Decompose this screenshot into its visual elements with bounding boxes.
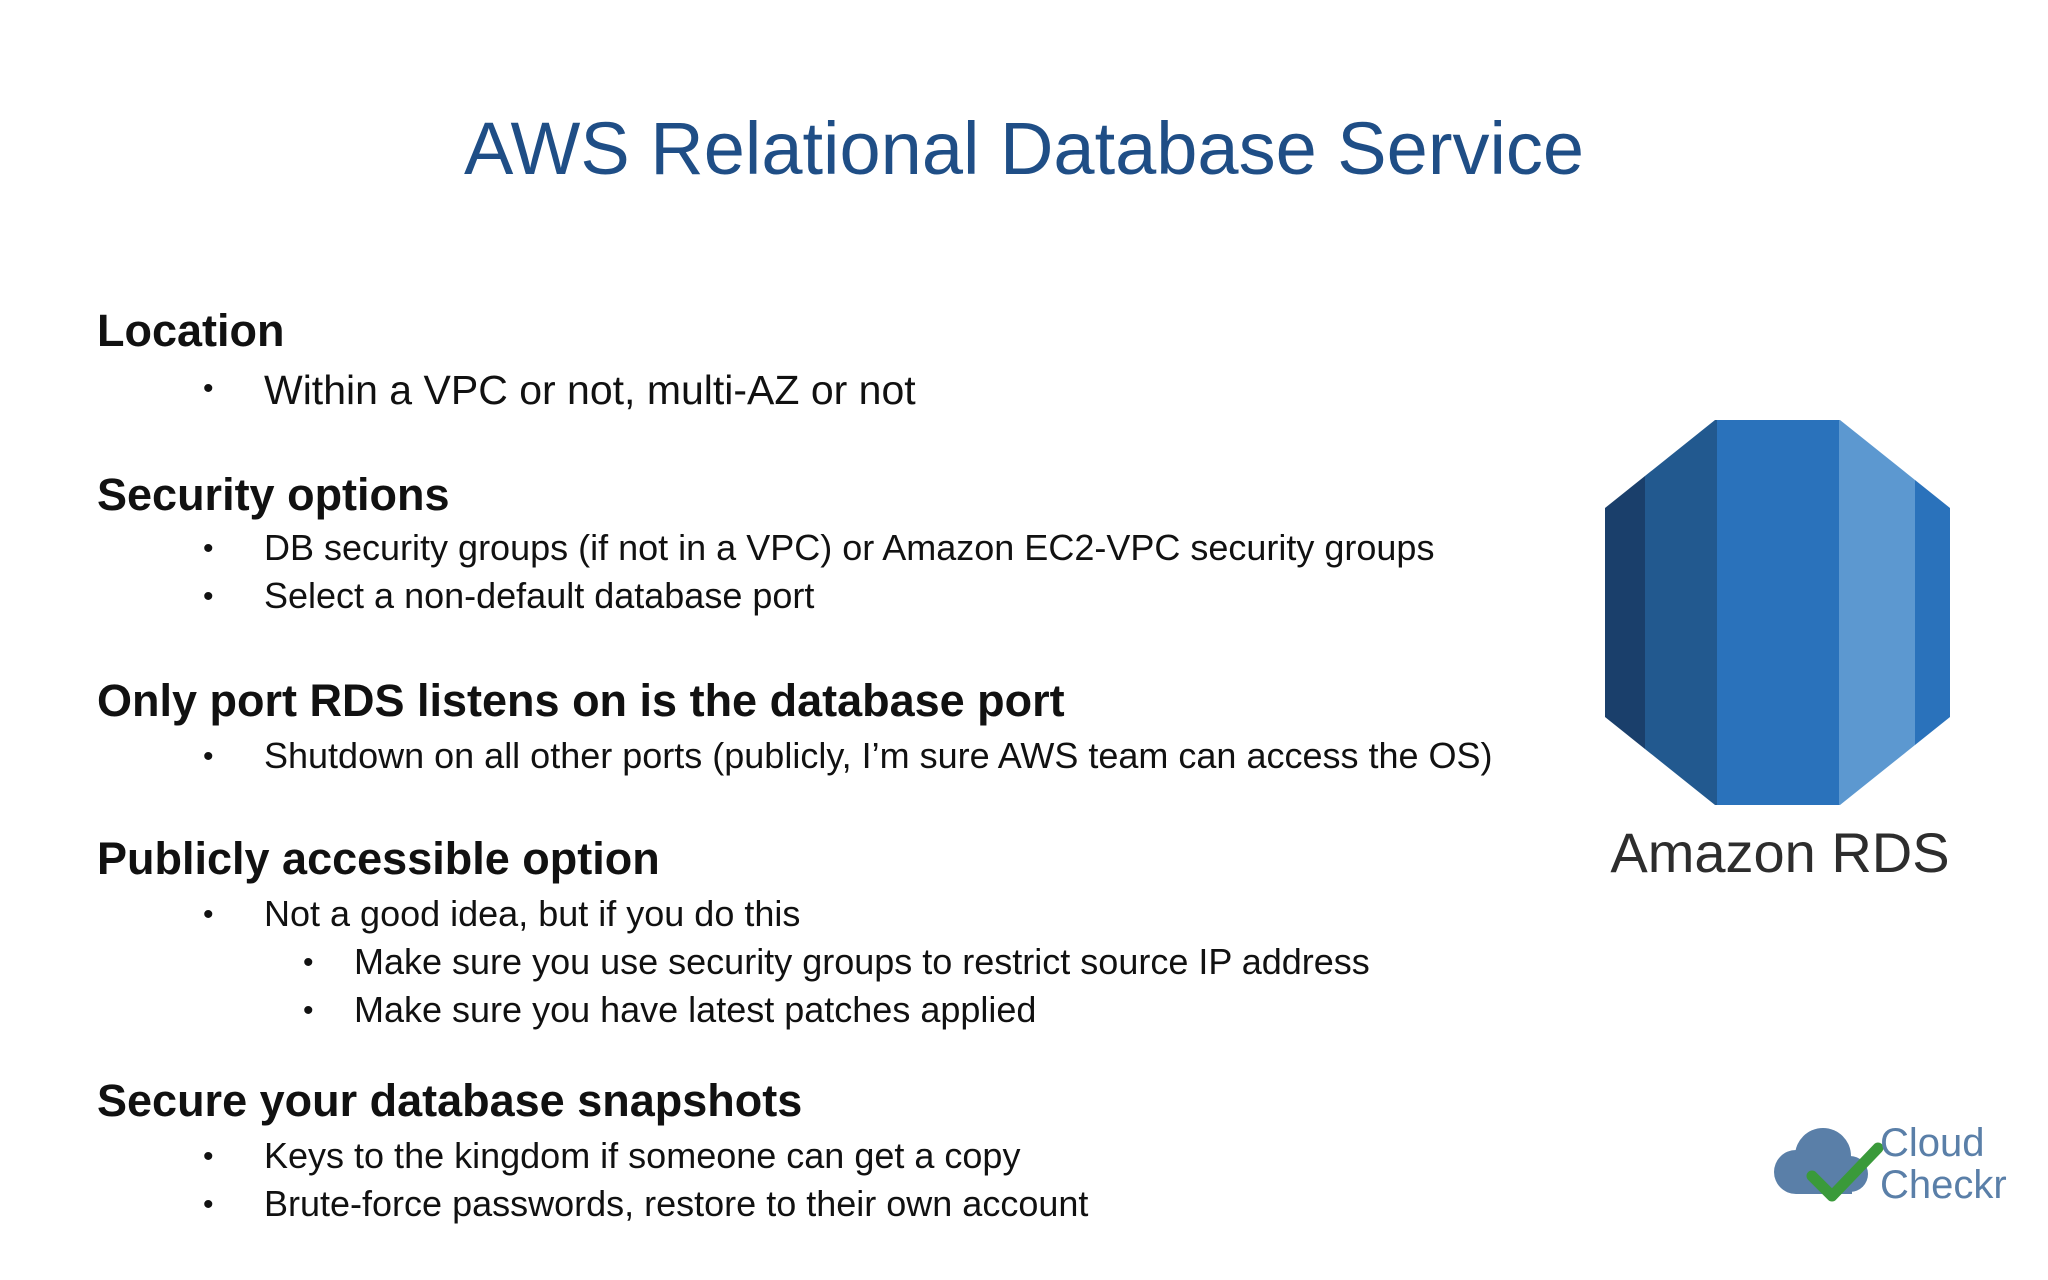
section-heading: Security options — [97, 469, 450, 520]
bullet-item: • Within a VPC or not, multi-AZ or not — [97, 370, 916, 411]
section-security-options: Security options • DB security groups (i… — [97, 472, 1434, 614]
bullet-list: • Keys to the kingdom if someone can get… — [97, 1138, 1088, 1222]
bullet-item: • Shutdown on all other ports (publicly,… — [97, 738, 1493, 774]
bullet-dot-icon: • — [203, 372, 214, 405]
bullet-text: Not a good idea, but if you do this — [264, 893, 801, 934]
bullet-text: Shutdown on all other ports (publicly, I… — [264, 735, 1493, 776]
bullet-text: Brute-force passwords, restore to their … — [264, 1183, 1089, 1224]
slide-title: AWS Relational Database Service — [463, 107, 1585, 190]
bullet-list: • Within a VPC or not, multi-AZ or not — [97, 370, 916, 411]
section-heading: Publicly accessible option — [97, 833, 660, 884]
bullet-dot-icon: • — [203, 898, 214, 931]
amazon-rds-logo-icon — [1605, 420, 1950, 805]
rds-caption: Amazon RDS — [1610, 821, 1950, 884]
rds-band-dark — [1605, 420, 1645, 805]
bullet-item: • Brute-force passwords, restore to thei… — [97, 1186, 1088, 1222]
bullet-list: • DB security groups (if not in a VPC) o… — [97, 530, 1434, 614]
cloudcheckr-line1: Cloud — [1880, 1121, 1985, 1165]
section-heading: Secure your database snapshots — [97, 1075, 803, 1126]
bullet-dot-icon: • — [203, 740, 214, 773]
bullet-text: Make sure you use security groups to res… — [354, 941, 1370, 982]
section-database-port: Only port RDS listens on is the database… — [97, 678, 1493, 774]
bullet-list: • Not a good idea, but if you do this • … — [97, 896, 1370, 1028]
section-heading: Only port RDS listens on is the database… — [97, 675, 1065, 726]
bullet-text: DB security groups (if not in a VPC) or … — [264, 527, 1435, 568]
bullet-dot-icon: • — [203, 532, 214, 565]
bullet-list: • Shutdown on all other ports (publicly,… — [97, 738, 1493, 774]
rds-band-edge — [1915, 420, 1950, 805]
rds-band-center — [1717, 420, 1839, 805]
section-secure-snapshots: Secure your database snapshots • Keys to… — [97, 1078, 1088, 1222]
rds-band-light — [1839, 420, 1915, 805]
rds-band-mid-dark — [1645, 420, 1717, 805]
bullet-dot-icon: • — [203, 1140, 214, 1173]
checkmark-icon — [1806, 1142, 1884, 1202]
bullet-text: Make sure you have latest patches applie… — [354, 989, 1037, 1030]
bullet-item: • Keys to the kingdom if someone can get… — [97, 1138, 1088, 1174]
bullet-dot-icon: • — [203, 580, 214, 613]
bullet-text: Within a VPC or not, multi-AZ or not — [264, 367, 916, 413]
bullet-text: Select a non-default database port — [264, 575, 815, 616]
section-publicly-accessible: Publicly accessible option • Not a good … — [97, 836, 1370, 1028]
cloudcheckr-logo-icon: Cloud Checkr — [1774, 1121, 2007, 1207]
bullet-item: • Select a non-default database port — [97, 578, 1434, 614]
section-heading: Location — [97, 305, 285, 356]
bullet-dot-icon: • — [303, 946, 314, 979]
bullet-item: • Not a good idea, but if you do this — [97, 896, 1370, 932]
section-location: Location • Within a VPC or not, multi-AZ… — [97, 308, 916, 411]
bullet-text: Keys to the kingdom if someone can get a… — [264, 1135, 1021, 1176]
sub-bullet-item: • Make sure you use security groups to r… — [97, 944, 1370, 980]
bullet-dot-icon: • — [303, 994, 314, 1027]
bullet-item: • DB security groups (if not in a VPC) o… — [97, 530, 1434, 566]
sub-bullet-item: • Make sure you have latest patches appl… — [97, 992, 1370, 1028]
bullet-dot-icon: • — [203, 1188, 214, 1221]
cloudcheckr-line2: Checkr — [1880, 1163, 2007, 1207]
